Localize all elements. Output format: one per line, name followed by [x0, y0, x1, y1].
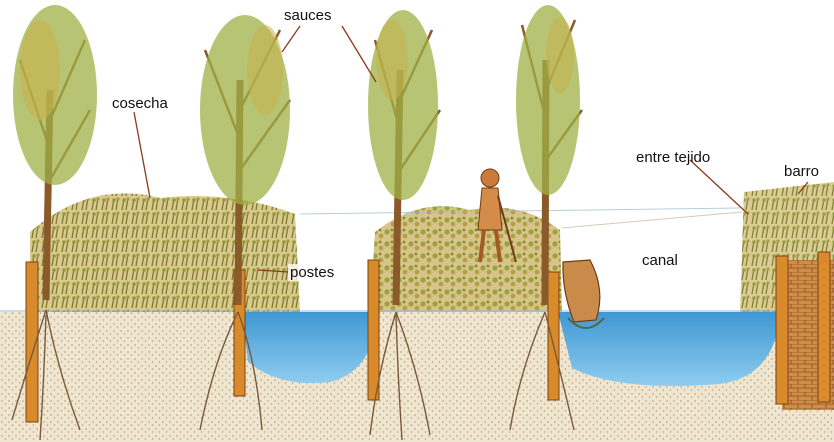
cosecha-field: [30, 193, 300, 312]
label-cosecha: cosecha: [112, 96, 168, 111]
canal-water-right: [558, 312, 780, 386]
label-postes: postes: [288, 264, 336, 281]
label-barro: barro: [784, 164, 819, 179]
leader-sauces-left: [282, 26, 300, 52]
label-entre-tejido: entre tejido: [636, 150, 710, 165]
leader-sauces-right: [342, 26, 376, 82]
label-sauces: sauces: [284, 8, 332, 23]
label-canal: canal: [642, 253, 678, 268]
leader-entre-tejido: [690, 160, 748, 214]
leader-cosecha: [134, 112, 150, 198]
